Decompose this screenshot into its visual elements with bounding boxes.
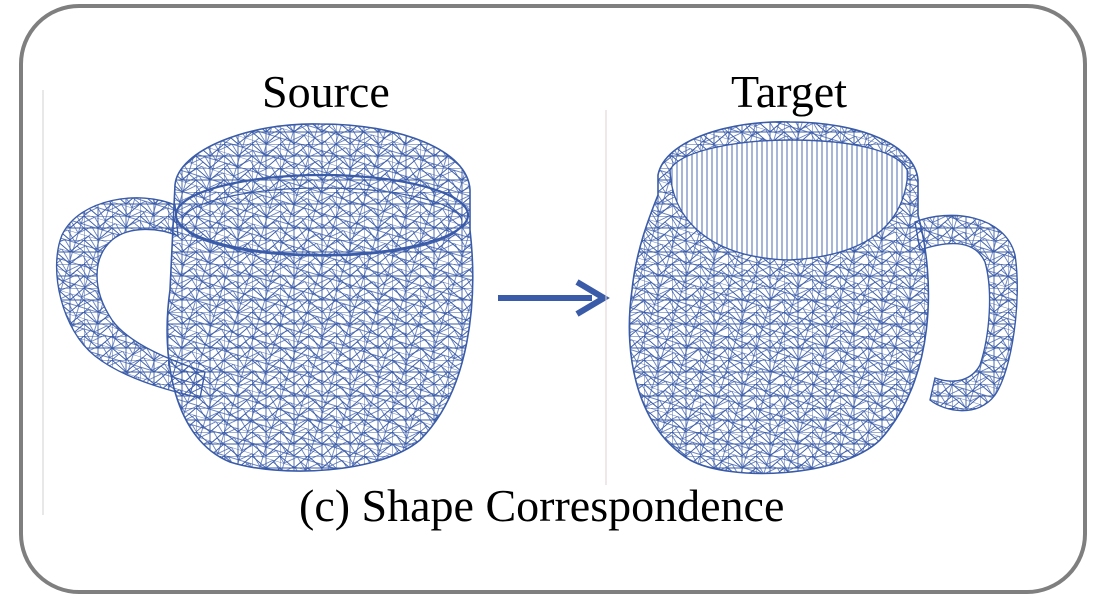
figure-caption: (c) Shape Correspondence bbox=[299, 480, 785, 531]
target-mug bbox=[628, 121, 1018, 475]
target-label: Target bbox=[731, 66, 847, 117]
source-label: Source bbox=[262, 66, 390, 117]
arrow-right-icon bbox=[498, 279, 610, 317]
source-mug bbox=[55, 123, 474, 472]
